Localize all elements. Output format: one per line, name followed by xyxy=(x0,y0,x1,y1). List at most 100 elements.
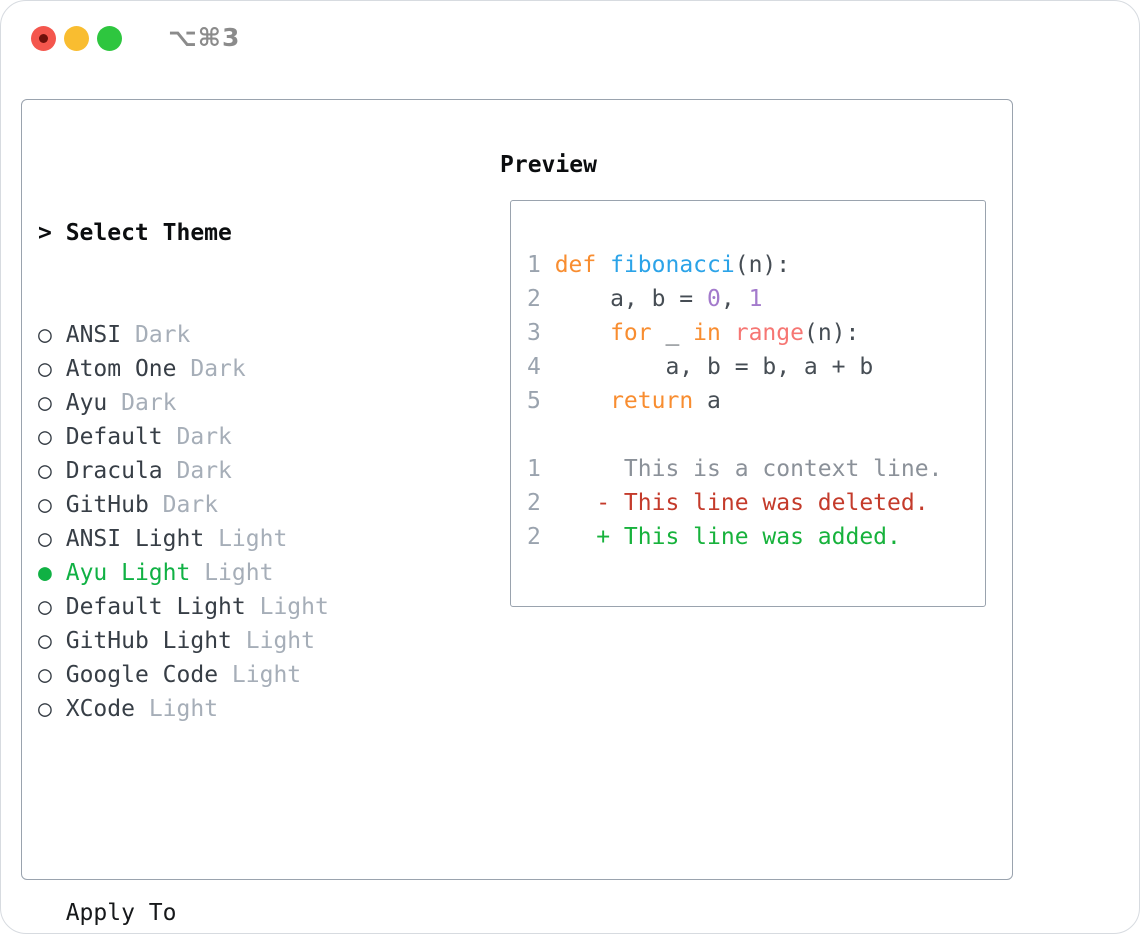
radio-unselected-icon: ○ xyxy=(38,492,52,518)
theme-item-default[interactable]: ○ Default Dark xyxy=(38,420,426,454)
code-token xyxy=(555,320,610,346)
theme-variant-tag: Light xyxy=(204,560,274,586)
code-line: 1 def fibonacci(n): xyxy=(527,248,942,282)
radio-unselected-icon: ○ xyxy=(38,390,52,416)
theme-variant-tag: Light xyxy=(231,662,302,688)
theme-item-ayu-light[interactable]: ● Ayu Light Light xyxy=(38,556,426,590)
theme-variant-tag: Dark xyxy=(134,322,191,348)
theme-name: Default Light xyxy=(65,594,246,620)
minimize-button-icon[interactable] xyxy=(64,26,89,51)
code-token: fibonacci xyxy=(610,252,735,278)
theme-name: Atom One xyxy=(65,356,177,382)
theme-item-ansi-light[interactable]: ○ ANSI Light Light xyxy=(38,522,426,556)
theme-name: GitHub xyxy=(65,492,149,518)
theme-name: Google Code xyxy=(65,662,219,688)
code-token: range xyxy=(734,320,804,346)
line-number: 2 xyxy=(527,490,541,516)
radio-unselected-icon: ○ xyxy=(38,594,52,620)
titlebar xyxy=(31,26,122,51)
theme-name: XCode xyxy=(65,696,135,722)
theme-name: Dracula xyxy=(65,458,163,484)
theme-item-dracula[interactable]: ○ Dracula Dark xyxy=(38,454,426,488)
code-token: This is a context line. xyxy=(554,456,943,482)
code-line: 2 + This line was added. xyxy=(527,520,942,554)
theme-variant-tag: Dark xyxy=(162,492,219,518)
line-number: 2 xyxy=(527,524,541,550)
theme-item-atom-one[interactable]: ○ Atom One Dark xyxy=(38,352,426,386)
radio-unselected-icon: ○ xyxy=(38,662,52,688)
theme-item-xcode[interactable]: ○ XCode Light xyxy=(38,692,426,726)
theme-item-github[interactable]: ○ GitHub Dark xyxy=(38,488,426,522)
code-token: in xyxy=(693,320,721,346)
code-line: 1 This is a context line. xyxy=(527,452,942,486)
theme-item-ayu[interactable]: ○ Ayu Dark xyxy=(38,386,426,420)
code-line: 4 a, b = b, a + b xyxy=(527,350,942,384)
theme-picker-column: > Select Theme ○ ANSI Dark○ Atom One Dar… xyxy=(38,148,426,933)
theme-list: ○ ANSI Dark○ Atom One Dark○ Ayu Dark○ De… xyxy=(38,318,426,726)
theme-variant-tag: Dark xyxy=(121,390,177,416)
code-line: 5 return a xyxy=(527,384,942,418)
code-token: (n): xyxy=(803,320,860,346)
theme-name: Default xyxy=(65,424,163,450)
code-line: 2 - This line was deleted. xyxy=(527,486,942,520)
line-number: 5 xyxy=(527,388,541,414)
code-token: , xyxy=(720,286,749,312)
code-line: 2 a, b = 0, 1 xyxy=(527,282,942,316)
radio-selected-icon: ● xyxy=(38,560,52,586)
theme-name: ANSI xyxy=(65,322,122,348)
zoom-button-icon[interactable] xyxy=(97,26,122,51)
code-token: (n): xyxy=(734,252,791,278)
preview-header: Preview xyxy=(500,152,597,178)
radio-unselected-icon: ○ xyxy=(38,424,52,450)
code-token xyxy=(555,388,610,414)
code-token: 1 xyxy=(748,286,763,312)
radio-unselected-icon: ○ xyxy=(38,628,52,654)
select-theme-header: > Select Theme xyxy=(38,220,232,246)
code-line: 3 for _ in range(n): xyxy=(527,316,942,350)
radio-unselected-icon: ○ xyxy=(38,322,52,348)
code-token: a, b = b, a + b xyxy=(554,354,874,380)
radio-unselected-icon: ○ xyxy=(38,526,52,552)
theme-variant-tag: Dark xyxy=(190,356,246,382)
theme-variant-tag: Dark xyxy=(176,458,232,484)
theme-item-google-code[interactable]: ○ Google Code Light xyxy=(38,658,426,692)
code-token xyxy=(721,320,735,346)
radio-unselected-icon: ○ xyxy=(38,458,52,484)
theme-variant-tag: Light xyxy=(259,594,329,620)
code-token: def xyxy=(554,252,597,278)
code-token: + This line was added. xyxy=(554,524,901,550)
code-token: _ xyxy=(651,320,694,346)
code-token: 0 xyxy=(707,286,721,312)
line-number: 2 xyxy=(527,286,541,312)
theme-variant-tag: Light xyxy=(218,526,288,552)
theme-picker-panel: > Select Theme ○ ANSI Dark○ Atom One Dar… xyxy=(21,99,1013,926)
theme-name: Ayu xyxy=(65,390,108,416)
apply-to-header: Apply To xyxy=(65,900,177,926)
theme-variant-tag: Light xyxy=(148,696,219,722)
code-token: - This line was deleted. xyxy=(554,490,929,516)
code-line xyxy=(527,418,942,452)
code-token: a xyxy=(693,388,721,414)
theme-item-default-light[interactable]: ○ Default Light Light xyxy=(38,590,426,624)
theme-variant-tag: Dark xyxy=(176,424,232,450)
close-button-icon[interactable] xyxy=(31,26,56,51)
theme-item-ansi[interactable]: ○ ANSI Dark xyxy=(38,318,426,352)
theme-name: GitHub Light xyxy=(65,628,232,654)
radio-unselected-icon: ○ xyxy=(38,356,52,382)
line-number: 3 xyxy=(527,320,541,346)
code-token: for xyxy=(610,320,652,346)
code-token xyxy=(596,252,610,278)
spacer xyxy=(38,794,426,828)
theme-name: Ayu Light xyxy=(65,560,191,586)
line-number: 1 xyxy=(527,456,541,482)
code-token: a, b = xyxy=(554,286,708,312)
radio-unselected-icon: ○ xyxy=(38,696,52,722)
theme-variant-tag: Light xyxy=(245,628,315,654)
line-number: 4 xyxy=(527,354,541,380)
code-token: return xyxy=(610,388,694,414)
theme-item-github-light[interactable]: ○ GitHub Light Light xyxy=(38,624,426,658)
line-number: 1 xyxy=(527,252,541,278)
